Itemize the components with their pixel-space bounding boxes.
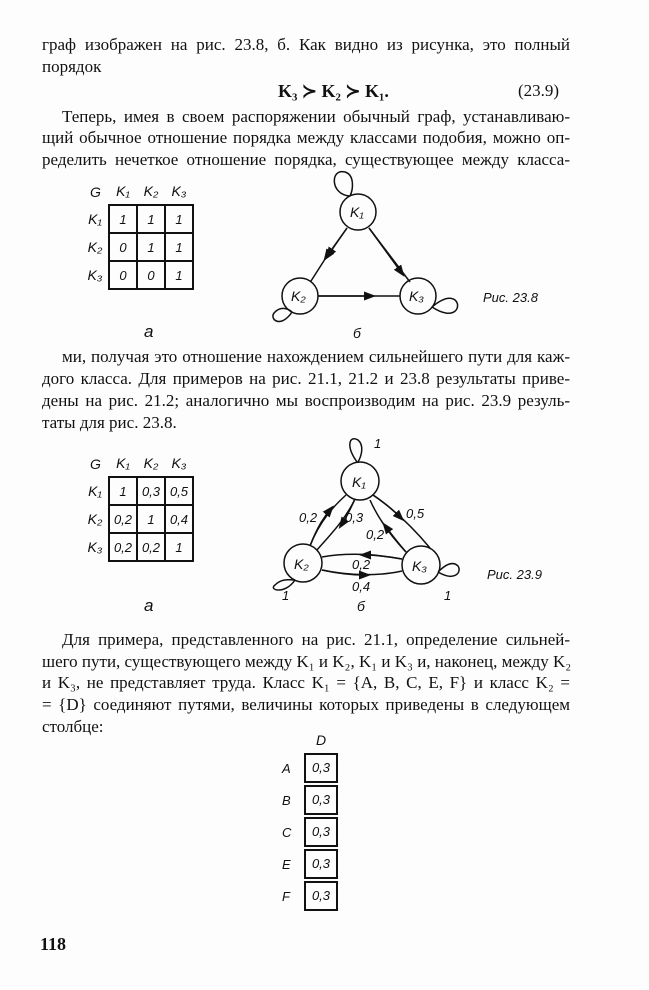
edge-label: 1 xyxy=(444,588,451,603)
matrix-cell: 1 xyxy=(164,204,194,234)
matrix-cell: 1 xyxy=(164,532,194,562)
column-cell: 0,3 xyxy=(304,753,338,783)
edge-label: 1 xyxy=(282,588,289,603)
matrix-cell: 1 xyxy=(164,260,194,290)
row-label: C xyxy=(282,824,292,840)
row-label: B xyxy=(282,792,291,808)
row-header: K₁ xyxy=(88,483,102,499)
text-line: щий обычное отношение порядка между клас… xyxy=(42,128,570,147)
col-header: K₁ xyxy=(116,183,130,199)
edge-label: 0,2 xyxy=(299,510,318,525)
edge-label: 0,2 xyxy=(366,527,385,542)
node-k2: K₂ xyxy=(294,556,309,572)
text-line: таты для рис. 23.8. xyxy=(42,413,177,432)
edge-label: 0,3 xyxy=(345,510,364,525)
node-k3: K₃ xyxy=(412,558,427,574)
edge-label: 0,5 xyxy=(406,506,425,521)
text-line: порядок xyxy=(42,57,102,76)
text-line: шего пути, существующего между K₁ и K₂, … xyxy=(42,652,572,671)
text-line: дого класса. Для примеров на рис. 21.1, … xyxy=(42,369,570,388)
column-d: A 0,3 B 0,3 C 0,3 E 0,3 F 0,3 xyxy=(282,752,338,912)
graph-23-9 xyxy=(272,438,460,591)
col-header: K₃ xyxy=(171,183,187,199)
matrix-cell: 0,2 xyxy=(136,532,166,562)
matrix-cell: 1 xyxy=(136,232,166,262)
column-header: D xyxy=(316,732,327,748)
figure-label-a: а xyxy=(144,596,154,615)
figure-caption: Рис. 23.9 xyxy=(487,567,542,582)
col-header: K₁ xyxy=(116,455,130,471)
row-label: E xyxy=(282,856,291,872)
text-line: Для примера, представленного на рис. 21.… xyxy=(62,630,570,649)
figure-label-b: б xyxy=(353,325,362,341)
figure-caption: Рис. 23.8 xyxy=(483,290,539,305)
page-number: 118 xyxy=(40,934,67,954)
matrix-cell: 0 xyxy=(136,260,166,290)
column-cell: 0,3 xyxy=(304,817,338,847)
row-label: F xyxy=(282,888,290,904)
matrix-cell: 0,5 xyxy=(164,476,194,506)
matrix-cell: 1 xyxy=(108,476,138,506)
text-line: = {D} соединяют путями, величины которых… xyxy=(42,695,570,714)
matrix-corner: G xyxy=(90,455,101,472)
row-header: K₂ xyxy=(87,239,103,255)
text-line: дены на рис. 21.2; аналогично мы воспрои… xyxy=(42,391,570,410)
edge-label: 0,4 xyxy=(352,579,370,594)
graph-23-8 xyxy=(272,171,459,323)
node-k1: K₁ xyxy=(352,474,366,490)
column-cell: 0,3 xyxy=(304,785,338,815)
row-header: K₃ xyxy=(87,539,103,555)
edge-label: 1 xyxy=(374,436,381,451)
text-line: Теперь, имея в своем распоряжении обычны… xyxy=(62,107,570,126)
matrix-cell: 0,3 xyxy=(136,476,166,506)
text-line: граф изображен на рис. 23.8, б. Как видн… xyxy=(42,35,570,54)
row-header: K₁ xyxy=(88,211,102,227)
matrix-cell: 0 xyxy=(108,232,138,262)
col-header: K₂ xyxy=(143,455,159,471)
figure-label-a: а xyxy=(144,322,154,341)
matrix-corner: G xyxy=(90,183,101,200)
matrix-cell: 1 xyxy=(136,204,166,234)
matrix-cell: 1 xyxy=(136,504,166,534)
text-line: столбце: xyxy=(42,717,104,736)
matrix-cell: 1 xyxy=(108,204,138,234)
matrix-cell: 0 xyxy=(108,260,138,290)
node-k2: K₂ xyxy=(291,288,306,304)
column-cell: 0,3 xyxy=(304,881,338,911)
node-k3: K₃ xyxy=(409,288,424,304)
formula: K₃ ≻ K₂ ≻ K₁. xyxy=(278,81,389,101)
formula-number: (23.9) xyxy=(518,81,560,100)
node-k1: K₁ xyxy=(350,204,364,220)
matrix-cell: 0,2 xyxy=(108,504,138,534)
matrix-cell: 0,4 xyxy=(164,504,194,534)
row-label: A xyxy=(282,760,291,776)
edge-label: 0,2 xyxy=(352,557,371,572)
col-header: K₃ xyxy=(171,455,187,471)
row-header: K₂ xyxy=(87,511,103,527)
text-line: ределить нечеткое отношение порядка, сущ… xyxy=(42,150,570,169)
matrix-cell: 0,2 xyxy=(108,532,138,562)
figure-label-b: б xyxy=(357,598,366,614)
matrix-cell: 1 xyxy=(164,232,194,262)
row-header: K₃ xyxy=(87,267,103,283)
text-line: ми, получая это отношение нахождением си… xyxy=(62,347,570,366)
text-line: и K₃, не представляет труда. Класс K₁ = … xyxy=(42,673,570,692)
column-cell: 0,3 xyxy=(304,849,338,879)
col-header: K₂ xyxy=(143,183,159,199)
